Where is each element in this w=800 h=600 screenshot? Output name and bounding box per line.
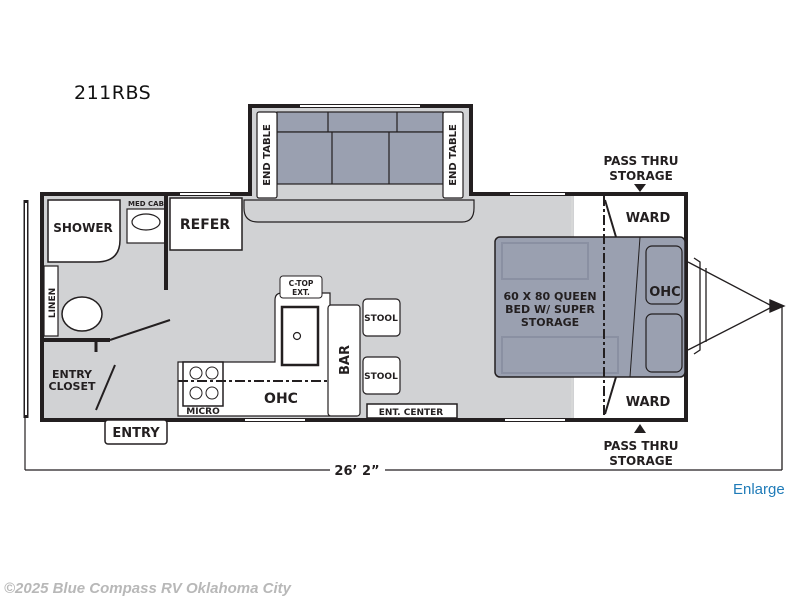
label-ent-center: ENT. CENTER [379, 408, 444, 418]
entry-closet [94, 342, 116, 411]
label-med-cab: MED CAB [128, 200, 164, 208]
label-entry-closet-1: ENTRY [52, 368, 93, 381]
end-table-right [442, 111, 464, 199]
label-bar: BAR [338, 345, 353, 375]
model-title: 211RBS [74, 82, 152, 104]
label-linen: LINEN [48, 288, 58, 318]
label-micro: MICRO [186, 407, 220, 417]
label-pass-thru-bottom-1: PASS THRU [603, 439, 678, 453]
label-pass-thru-top-2: STORAGE [609, 169, 673, 183]
label-ohc-kitchen: OHC [264, 391, 298, 407]
label-entry: ENTRY [112, 426, 160, 441]
entry-door[interactable] [104, 419, 168, 445]
bedroom [494, 196, 686, 418]
trailer-hitch [687, 257, 786, 470]
label-ctop-1: C-TOP [289, 279, 314, 288]
label-ctop-2: EXT. [292, 288, 310, 297]
pass-thru-arrow-top [634, 184, 646, 192]
bar [327, 304, 361, 417]
dimension-line [24, 418, 782, 471]
label-pass-thru-bottom-2: STORAGE [609, 454, 673, 468]
stool [362, 356, 401, 395]
label-stool-2: STOOL [364, 372, 398, 382]
bathroom [43, 196, 171, 342]
windows [180, 105, 565, 421]
label-bed-3: STORAGE [521, 316, 579, 329]
label-bed-1: 60 X 80 QUEEN [503, 290, 596, 303]
slideout-floor [243, 199, 475, 223]
enlarge-link[interactable]: Enlarge [733, 481, 785, 498]
label-ohc-bedroom: OHC [649, 285, 680, 300]
label-ward-top: WARD [626, 211, 671, 226]
label-stool-1: STOOL [364, 314, 398, 324]
copyright-watermark: ©2025 Blue Compass RV Oklahoma City [4, 580, 291, 597]
label-bed-2: BED W/ SUPER [505, 303, 595, 316]
end-table-left [256, 111, 278, 199]
label-ward-bottom: WARD [626, 395, 671, 410]
refrigerator [169, 197, 243, 251]
label-length-dimension: 26’ 2” [334, 464, 379, 479]
label-refer: REFER [180, 217, 230, 233]
label-end-table-right: END TABLE [448, 124, 459, 186]
sofa [276, 111, 444, 185]
label-entry-closet-2: CLOSET [49, 380, 96, 393]
label-end-table-left: END TABLE [262, 124, 273, 186]
label-shower: SHOWER [53, 221, 113, 235]
pass-thru-arrow-bottom [634, 424, 646, 433]
label-pass-thru-top-1: PASS THRU [603, 154, 678, 168]
stool [362, 298, 401, 337]
entertainment-center [366, 403, 458, 419]
kitchen-counter [177, 275, 331, 417]
